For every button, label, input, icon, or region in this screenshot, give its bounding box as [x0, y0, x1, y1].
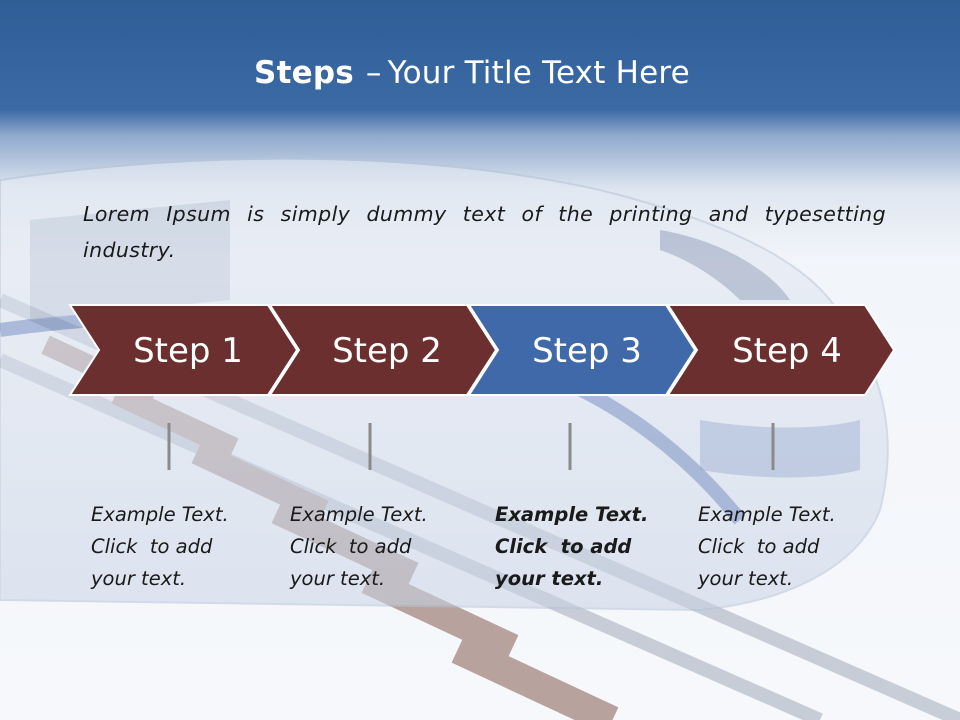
step-3-note[interactable]: Example Text. Click to add your text. [495, 499, 648, 595]
step-1-note-line: Example Text. [91, 503, 229, 526]
title-keyword: Steps [254, 55, 354, 91]
title-text: Your Title Text Here [387, 55, 690, 91]
step-1-note-line: Click to add [91, 535, 213, 558]
step-4-label: Step 4 [732, 331, 842, 371]
step-3-shape [467, 304, 697, 396]
step-3-note-line: Click to add [495, 535, 632, 558]
step-3-note-line: Example Text. [495, 503, 649, 526]
step-1-label: Step 1 [133, 331, 243, 371]
step-3-note-line: your text. [495, 567, 604, 590]
step-4-note-line: your text. [698, 567, 794, 590]
slide-title: Steps–Your Title Text Here [0, 55, 944, 91]
step-2-chevron[interactable]: Step 2 [268, 304, 498, 396]
step-1-shape [68, 304, 299, 396]
step-4-chevron[interactable]: Step 4 [666, 304, 896, 396]
step-2-label: Step 2 [332, 331, 442, 371]
step-1-note[interactable]: Example Text. Click to add your text. [91, 499, 229, 595]
step-2-note-line: Click to add [290, 535, 412, 558]
step-4-note-line: Click to add [698, 535, 820, 558]
step-3-label: Step 3 [532, 331, 642, 371]
step-1-chevron[interactable]: Step 1 [68, 304, 299, 396]
intro-paragraph: Lorem Ipsum is simply dummy text of the … [83, 202, 886, 262]
step-2-note[interactable]: Example Text. Click to add your text. [290, 499, 428, 595]
step-4-note[interactable]: Example Text. Click to add your text. [698, 499, 836, 595]
title-separator: – [365, 55, 382, 91]
step-1-note-line: your text. [91, 567, 187, 590]
step-4-note-line: Example Text. [698, 503, 836, 526]
step-4-shape [666, 304, 896, 396]
step-2-note-line: Example Text. [290, 503, 428, 526]
step-3-chevron[interactable]: Step 3 [467, 304, 697, 396]
step-2-note-line: your text. [290, 567, 386, 590]
step-2-shape [268, 304, 498, 396]
